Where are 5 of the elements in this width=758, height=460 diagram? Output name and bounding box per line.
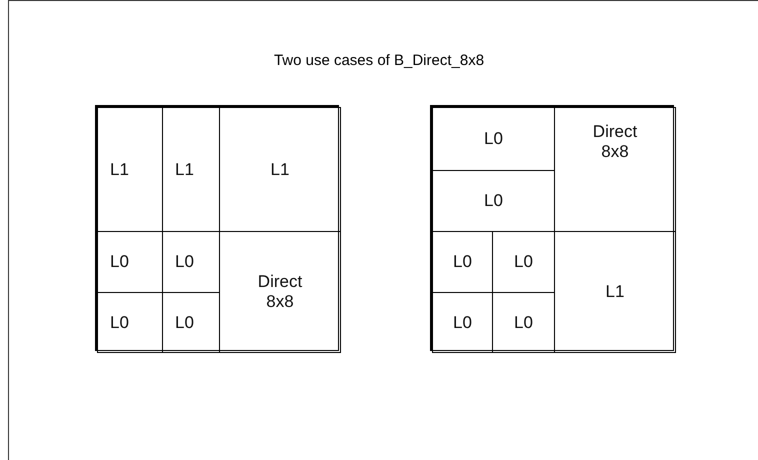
partition-block: Direct 8x8 [219, 231, 341, 353]
partition-panel [430, 105, 674, 351]
diagram-title: Two use cases of B_Direct_8x8 [272, 52, 486, 69]
partition-block: L1 [554, 231, 676, 353]
partition-panel [95, 105, 339, 351]
